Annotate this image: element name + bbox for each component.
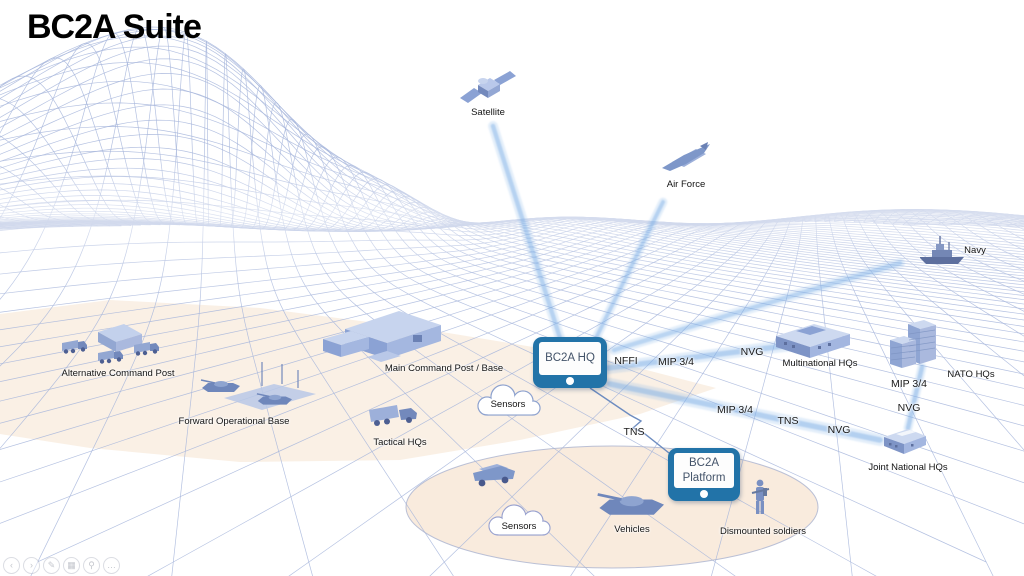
tactical-hqs-truck-icon	[365, 402, 437, 434]
link-label-nvg-joint: NVG	[827, 424, 851, 436]
bc2a-platform-label: BC2A Platform	[674, 453, 734, 488]
presentation-toolbar: ‹ › ✎ ▦ ⚲ …	[3, 557, 120, 574]
label-dismounted-soldiers: Dismounted soldiers	[719, 526, 807, 537]
label-multinational-hqs: Multinational HQs	[782, 358, 858, 369]
link-label-mip34-nato: MIP 3/4	[891, 378, 927, 390]
more-options-button[interactable]: …	[103, 557, 120, 574]
link-label-tns-joint: TNS	[777, 415, 799, 427]
label-tactical-hqs: Tactical HQs	[373, 437, 427, 448]
multinational-hqs-icon	[768, 320, 862, 362]
link-beams	[488, 121, 927, 446]
link-label-nffi: NFFI	[614, 355, 638, 367]
slide-title: BC2A Suite	[27, 8, 202, 46]
zoom-tool-button[interactable]: ⚲	[83, 557, 100, 574]
previous-slide-button[interactable]: ‹	[3, 557, 20, 574]
vehicles-tank-icon	[592, 488, 668, 522]
joint-national-hqs-icon	[878, 424, 928, 458]
sensors-cloud-lower-icon	[481, 503, 557, 541]
dismounted-soldier-icon	[748, 478, 774, 526]
label-alternative-command-post: Alternative Command Post	[61, 368, 175, 379]
tablet-home-button-icon	[566, 377, 574, 385]
bc2a-hq-node: BC2A HQ	[533, 337, 607, 388]
label-main-command-post: Main Command Post / Base	[384, 363, 504, 374]
ellipsis-icon: …	[107, 560, 116, 570]
link-label-mip34-multinational: MIP 3/4	[658, 356, 694, 368]
label-vehicles: Vehicles	[614, 524, 650, 535]
label-navy: Navy	[964, 245, 986, 256]
fighter-jet-icon	[660, 140, 712, 178]
platform-group-ellipse-outline	[405, 445, 819, 569]
main-command-post-icon	[315, 305, 455, 365]
grid-icon: ▦	[67, 560, 76, 570]
beam-nato-joint-national	[903, 362, 927, 433]
label-nato-hqs: NATO HQs	[947, 369, 995, 380]
nato-hqs-icon	[886, 318, 940, 370]
label-joint-national-hqs: Joint National HQs	[868, 462, 948, 473]
bc2a-platform-node: BC2A Platform	[668, 448, 740, 501]
satellite-icon	[458, 68, 516, 106]
forward-operational-base-icon	[198, 356, 324, 414]
previous-slide-icon: ‹	[10, 560, 13, 570]
label-forward-operational-base: Forward Operational Base	[178, 416, 290, 427]
link-label-nvg-nato: NVG	[897, 402, 921, 414]
humvee-icon	[465, 462, 525, 492]
label-satellite: Satellite	[471, 107, 505, 118]
tablet-home-button-icon	[700, 490, 708, 498]
magnifier-icon: ⚲	[88, 560, 95, 570]
pen-tool-button[interactable]: ✎	[43, 557, 60, 574]
alternative-command-post-icon	[58, 324, 174, 370]
beam-satellite-hq	[488, 121, 565, 343]
label-sensors-lower: Sensors	[501, 521, 537, 532]
label-sensors-upper: Sensors	[490, 399, 526, 410]
beam-hq-multinational	[602, 339, 798, 374]
slide-sorter-button[interactable]: ▦	[63, 557, 80, 574]
sensors-cloud-upper-icon	[469, 384, 547, 420]
line-hq-platform-tns	[589, 387, 670, 454]
navy-ship-icon	[918, 228, 966, 268]
beam-navy-hq	[609, 258, 905, 355]
link-label-nvg-multinational: NVG	[740, 346, 764, 358]
pen-icon: ✎	[47, 560, 56, 570]
beam-hq-joint-national	[604, 378, 886, 446]
link-label-mip34-joint: MIP 3/4	[717, 404, 753, 416]
bc2a-hq-label: BC2A HQ	[539, 342, 601, 375]
label-air-force: Air Force	[666, 179, 706, 190]
next-slide-icon: ›	[30, 560, 33, 570]
next-slide-button[interactable]: ›	[23, 557, 40, 574]
link-label-tns-platform: TNS	[623, 426, 645, 438]
beam-airforce-hq	[592, 197, 668, 341]
